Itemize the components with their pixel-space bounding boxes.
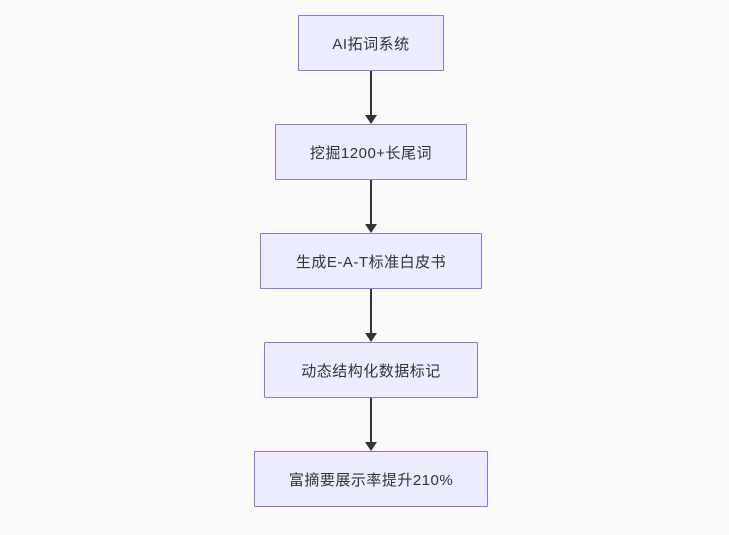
arrowhead-icon: [365, 115, 377, 124]
flow-arrow-4: [365, 398, 377, 451]
arrowhead-icon: [365, 442, 377, 451]
arrow-line: [370, 289, 372, 334]
flowchart: AI拓词系统 挖掘1200+长尾词 生成E-A-T标准白皮书 动态结构化数据标记…: [254, 15, 488, 507]
flow-node-label: 生成E-A-T标准白皮书: [295, 253, 447, 271]
flow-node-ai-word-expansion: AI拓词系统: [298, 15, 444, 71]
flow-arrow-2: [365, 180, 377, 233]
flow-arrow-3: [365, 289, 377, 342]
flow-node-rich-snippet-result: 富摘要展示率提升210%: [254, 451, 488, 507]
flow-node-structured-data-markup: 动态结构化数据标记: [264, 342, 478, 398]
flow-node-label: 挖掘1200+长尾词: [309, 144, 433, 162]
flow-node-longtail-mining: 挖掘1200+长尾词: [275, 124, 467, 180]
flow-node-label: 富摘要展示率提升210%: [288, 471, 454, 489]
flow-node-label: AI拓词系统: [332, 35, 410, 53]
arrow-line: [370, 71, 372, 116]
arrowhead-icon: [365, 333, 377, 342]
arrow-line: [370, 180, 372, 225]
flow-node-label: 动态结构化数据标记: [301, 362, 441, 380]
arrowhead-icon: [365, 224, 377, 233]
arrow-line: [370, 398, 372, 443]
flow-arrow-1: [365, 71, 377, 124]
flow-node-eat-whitepaper: 生成E-A-T标准白皮书: [260, 233, 482, 289]
